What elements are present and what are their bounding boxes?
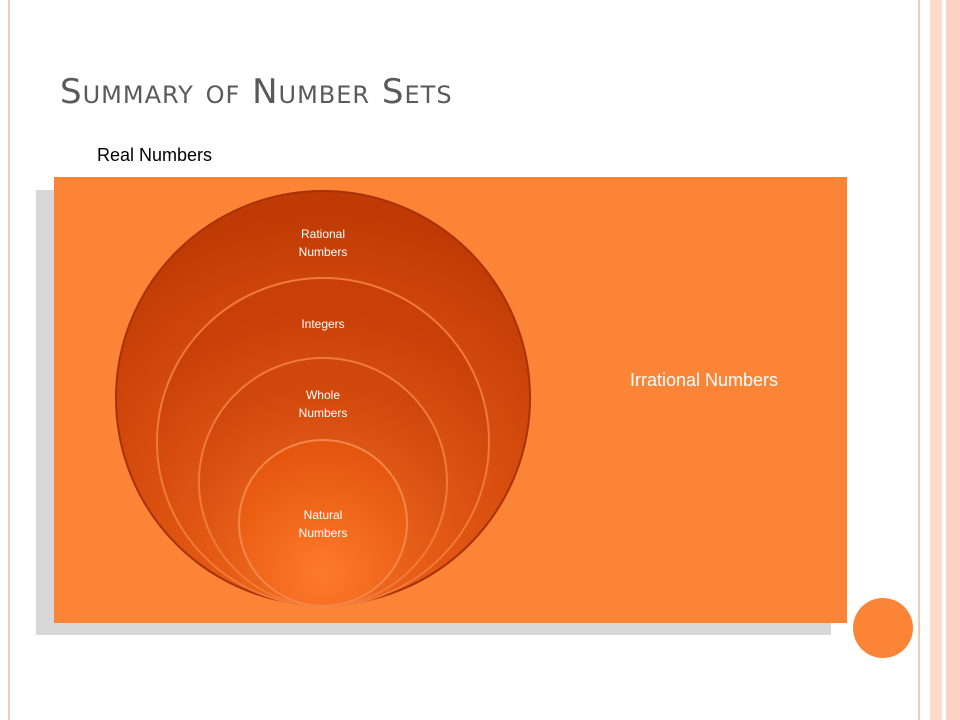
natural-label-line1: Natural — [304, 508, 343, 522]
natural-numbers-circle — [238, 439, 408, 607]
whole-label-line2: Numbers — [299, 406, 348, 420]
slide-frame-left — [8, 0, 10, 720]
slide-frame-right — [918, 0, 920, 720]
slide-frame-right-band — [930, 0, 942, 720]
slide-title: Summary of Number Sets — [60, 72, 453, 112]
whole-label-line1: Whole — [306, 388, 340, 402]
rational-label-line1: Rational — [301, 227, 345, 241]
real-numbers-label: Real Numbers — [97, 145, 213, 165]
decorative-circle — [853, 598, 913, 658]
natural-label-line2: Numbers — [299, 526, 348, 540]
rational-label-line2: Numbers — [299, 245, 348, 259]
integers-label: Integers — [301, 317, 344, 331]
irrational-numbers-label: Irrational Numbers — [630, 370, 778, 390]
slide-frame-right-band-outer — [946, 0, 960, 720]
